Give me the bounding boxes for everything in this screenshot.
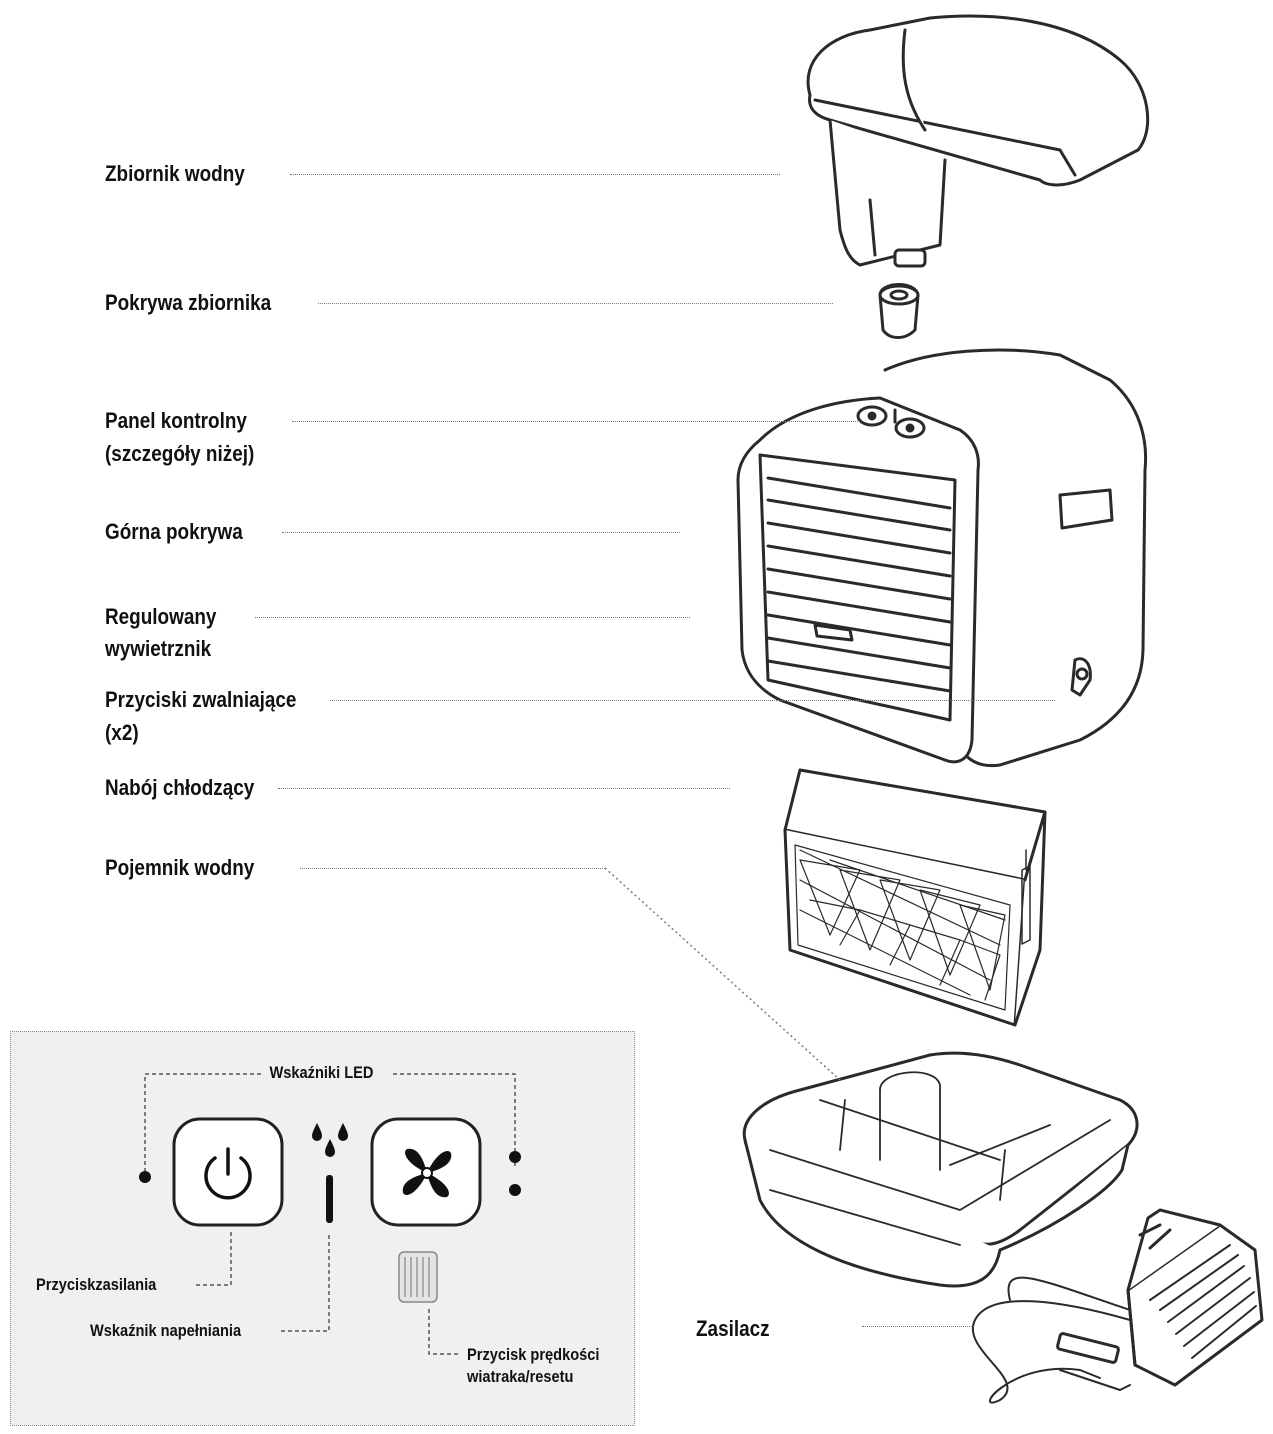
label-power-adapter: Zasilacz: [696, 1316, 770, 1341]
led-dot-power: [139, 1171, 151, 1183]
power-button-label: Przyciskzasilania: [36, 1275, 157, 1294]
led-dot-fan-1: [509, 1151, 521, 1163]
fill-level-indicator-bar: [326, 1175, 333, 1223]
leader-line-reservoir: [300, 868, 605, 869]
leader-line-cartridge: [278, 788, 730, 789]
label-adjustable-vent-2: wywietrznik: [105, 636, 212, 661]
label-adjustable-vent: Regulowany: [105, 604, 217, 629]
power-adapter-illustration: [971, 1208, 1264, 1404]
led-dot-fan-2: [509, 1184, 521, 1196]
label-top-cover: Górna pokrywa: [105, 519, 243, 544]
power-icon: [204, 1147, 252, 1200]
filter-icon: [398, 1251, 438, 1303]
power-button[interactable]: [172, 1117, 284, 1227]
water-tank-illustration: [806, 14, 1150, 268]
fan-speed-button[interactable]: [370, 1117, 482, 1227]
water-reservoir-illustration: [742, 1051, 1139, 1288]
leader-line-control-panel: [292, 421, 860, 422]
fill-indicator-label: Wskaźnik napełniania: [90, 1321, 242, 1340]
tank-cap-illustration: [878, 283, 920, 339]
label-release-buttons: Przyciski zwalniające: [105, 687, 297, 712]
fan-speed-button-label: Przycisk prędkości: [467, 1345, 600, 1364]
label-water-reservoir: Pojemnik wodny: [105, 855, 255, 880]
leader-line-tank-cap: [318, 303, 833, 304]
control-panel-detail: Wskaźniki LED Przyciskzasilania Wskaźnik…: [10, 1031, 635, 1426]
label-control-panel: Panel kontrolny: [105, 408, 247, 433]
fan-icon: [402, 1148, 452, 1198]
leader-line-adapter: [862, 1326, 974, 1327]
leader-line-vent: [255, 617, 690, 618]
led-indicators-label: Wskaźniki LED: [266, 1062, 377, 1084]
fan-speed-button-label-2: wiatraka/resetu: [467, 1367, 574, 1386]
label-tank-cap: Pokrywa zbiornika: [105, 290, 272, 315]
leader-line-top-cover: [282, 532, 680, 533]
water-drops-icon: [312, 1123, 348, 1157]
label-release-buttons-count: (x2): [105, 720, 139, 745]
cooling-cartridge-illustration: [783, 768, 1047, 1027]
leader-line-water-tank: [290, 174, 780, 175]
label-cooling-cartridge: Nabój chłodzący: [105, 775, 255, 800]
main-body-illustration: [736, 348, 1148, 768]
control-panel-drawing: [139, 1073, 521, 1355]
label-control-panel-note: (szczegóły niżej): [105, 441, 255, 466]
label-water-tank: Zbiornik wodny: [105, 161, 245, 186]
leader-line-release-buttons: [330, 700, 1055, 701]
